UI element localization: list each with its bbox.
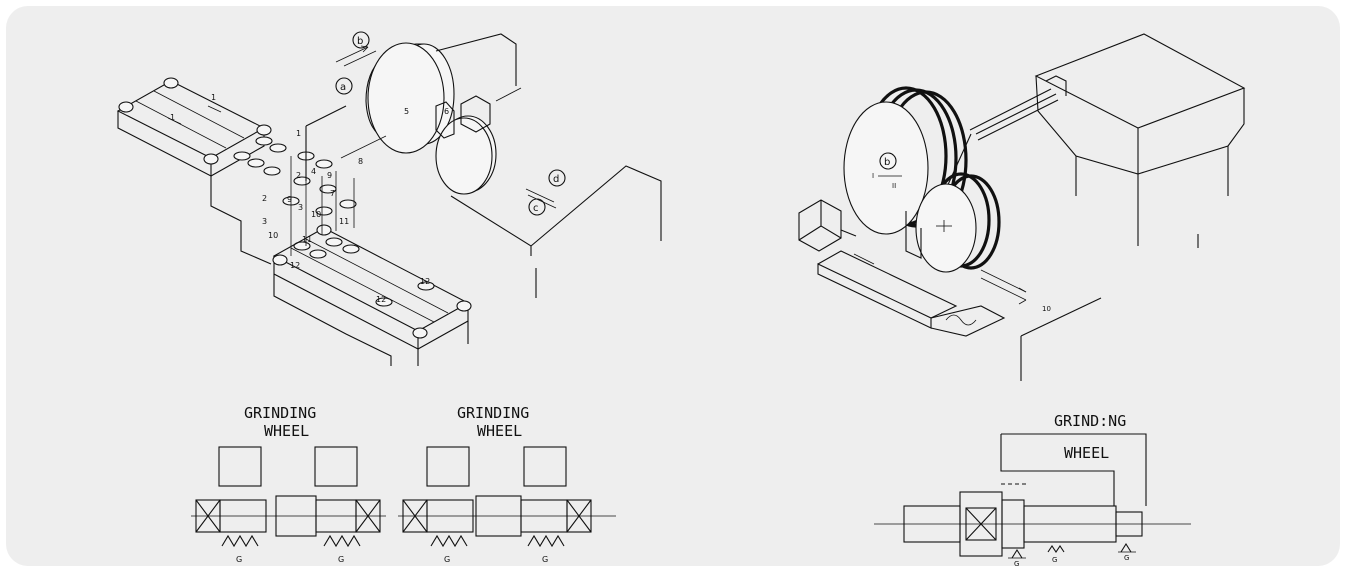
num-11a: 11 <box>339 217 349 226</box>
num-2a: 2 <box>296 171 301 180</box>
label-a: a <box>340 82 346 93</box>
schematic-right: GRIND:NG WHEEL G G G <box>874 412 1191 566</box>
small-wheel <box>915 172 1001 273</box>
caption-grinding-1: GRINDING <box>244 404 316 422</box>
caption-grinding-3: GRIND:NG <box>1054 412 1126 430</box>
num-10a: 10 <box>268 231 278 240</box>
left-machine-drawing: b a d c 1 1 1 2 2 3 3 4 5 6 7 8 9 9 10 1… <box>116 31 662 366</box>
right-label-b: b <box>884 157 890 168</box>
support-g-3: G <box>444 555 450 564</box>
num-6: 6 <box>444 107 449 116</box>
num-7: 7 <box>330 189 335 198</box>
lower-conveyor <box>272 224 472 366</box>
num-2b: 2 <box>262 194 267 203</box>
label-c: c <box>533 203 539 214</box>
figure-panel: b a d c 1 1 1 2 2 3 3 4 5 6 7 8 9 9 10 1… <box>6 6 1340 566</box>
right-num-10: 10 <box>1042 305 1051 313</box>
label-b: b <box>357 36 363 47</box>
support-g-7: G <box>1124 554 1129 562</box>
caption-wheel-3: WHEEL <box>1064 444 1109 462</box>
num-9a: 9 <box>327 171 332 180</box>
right-label-I: I <box>872 172 874 180</box>
workpiece-rolls <box>233 136 360 259</box>
num-12b: 12 <box>420 277 430 286</box>
num-4: 4 <box>311 167 316 176</box>
hopper <box>1034 33 1246 248</box>
label-d: d <box>553 174 559 185</box>
num-11b: 11 <box>302 235 312 244</box>
support-g-1: G <box>236 555 242 564</box>
regulating-wheel <box>365 42 455 154</box>
grinding-wheel <box>435 115 497 195</box>
num-12a: 12 <box>290 261 300 270</box>
num-3b: 3 <box>298 203 303 212</box>
num-1b: 1 <box>170 113 175 122</box>
num-8: 8 <box>358 157 363 166</box>
num-9b: 9 <box>287 195 292 204</box>
grinding-machine-diagram: b a d c 1 1 1 2 2 3 3 4 5 6 7 8 9 9 10 1… <box>116 31 1246 566</box>
num-12c: 12 <box>376 295 386 304</box>
num-10b: 10 <box>311 210 321 219</box>
support-g-4: G <box>542 555 548 564</box>
schematic-left: GRINDING WHEEL GRINDING WHEEL G G G <box>191 404 616 564</box>
support-g-6: G <box>1052 556 1057 564</box>
caption-wheel-2: WHEEL <box>477 422 522 440</box>
num-5: 5 <box>404 107 409 116</box>
num-1c: 1 <box>296 129 301 138</box>
support-g-2: G <box>338 555 344 564</box>
caption-grinding-2: GRINDING <box>457 404 529 422</box>
right-machine-drawing: b I II 10 <box>798 33 1246 381</box>
num-1a: 1 <box>211 93 216 102</box>
caption-wheel-1: WHEEL <box>264 422 309 440</box>
upper-conveyor <box>116 77 272 265</box>
num-3a: 3 <box>262 217 267 226</box>
support-g-5: G <box>1014 560 1019 566</box>
right-label-II: II <box>892 182 896 190</box>
